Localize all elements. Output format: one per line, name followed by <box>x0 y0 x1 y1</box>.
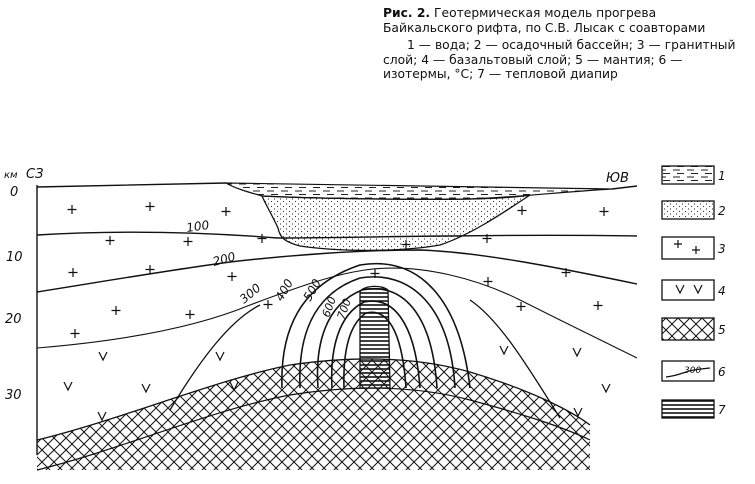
svg-text:4: 4 <box>718 284 726 298</box>
axis-unit-label: км <box>4 170 18 181</box>
legend-item-sediment: 2 <box>661 200 726 220</box>
legend-description: 1 — вода; 2 — осадочный бассейн; 3 — гра… <box>383 38 736 81</box>
basalt-symbols <box>63 345 611 422</box>
direction-left-label: СЗ <box>26 167 43 182</box>
axis-tick-label: 20 <box>5 312 22 327</box>
svg-text:2: 2 <box>718 204 726 218</box>
isotherm-label: 100 <box>185 218 210 235</box>
legend-item-mantle: 5 <box>661 317 726 341</box>
thermal-diapir <box>359 285 391 389</box>
legend-item-granite: 3 <box>661 236 726 260</box>
sedimentary-basin <box>260 194 531 252</box>
svg-text:6: 6 <box>718 365 726 379</box>
direction-right-label: ЮВ <box>606 171 629 186</box>
isotherm-label: 200 <box>211 249 237 269</box>
svg-text:3: 3 <box>718 242 726 256</box>
legend-item-diapir: 7 <box>661 399 726 419</box>
axis-tick-label: 0 <box>10 185 18 200</box>
svg-text:5: 5 <box>718 323 726 337</box>
axis-tick-label: 30 <box>5 388 22 403</box>
cross-section <box>37 182 637 471</box>
figure-number: Рис. 2. <box>383 6 431 20</box>
legend-item-isotherm: 300 6 <box>661 360 726 382</box>
svg-text:1: 1 <box>718 169 726 183</box>
granite-symbols <box>67 202 609 338</box>
figure-caption: Рис. 2. Геотермическая модель прогрева Б… <box>383 6 749 82</box>
mantle-layer <box>37 359 590 470</box>
axis-tick-label: 10 <box>6 250 23 265</box>
legend: 1 2 3 4 5 300 6 7 <box>661 165 726 419</box>
svg-text:7: 7 <box>718 403 726 417</box>
isotherm-label: 300 <box>237 281 264 307</box>
legend-item-basalt: 4 <box>661 279 726 301</box>
legend-item-water: 1 <box>661 165 726 185</box>
figure-title: Геотермическая модель прогрева Байкальск… <box>383 6 706 35</box>
legend-isotherm-sample-label: 300 <box>684 366 701 376</box>
